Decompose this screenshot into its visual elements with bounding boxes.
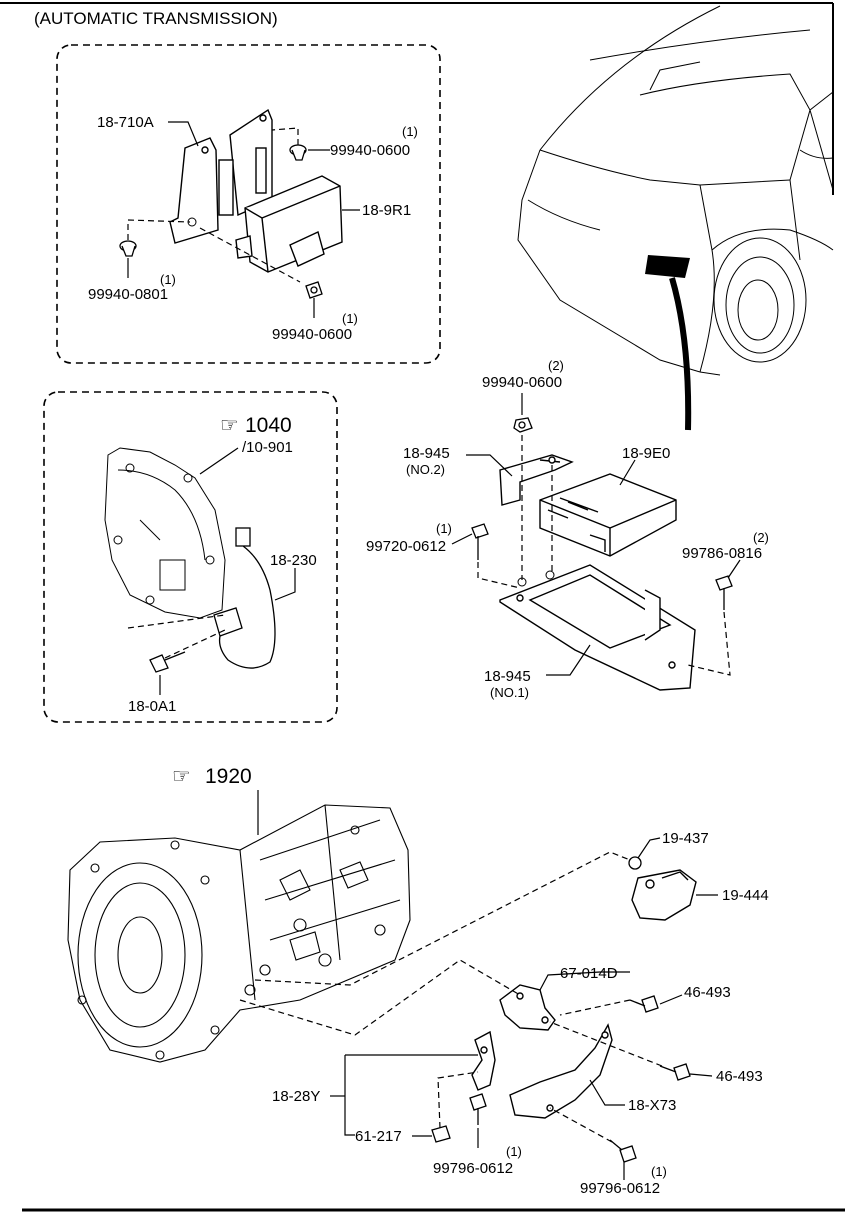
sensor-bolt xyxy=(149,651,186,673)
ref-icon-1920: ☞ xyxy=(172,765,191,788)
qty-bolt-d: (1) xyxy=(651,1164,667,1179)
label-bolt-d: 99796-0612 xyxy=(580,1180,660,1197)
label-bracket-no1: 18-945 xyxy=(484,668,531,685)
label-18-0A1: 18-0A1 xyxy=(128,698,176,715)
ref-icon-1040: ☞ xyxy=(220,414,239,437)
qty-bolt-right: (2) xyxy=(753,530,769,545)
nut-top xyxy=(289,144,307,161)
bracket-18-X73 xyxy=(509,1023,613,1119)
clip-61-217 xyxy=(431,1125,451,1143)
vehicle-outline xyxy=(517,5,834,376)
label-46-493-a: 46-493 xyxy=(684,984,731,1001)
label-bracket-no2: 18-945 xyxy=(403,445,450,462)
nut-bottom xyxy=(305,281,323,299)
label-ecu-nut: 99940-0600 xyxy=(482,374,562,391)
qty-bolt-left: (1) xyxy=(436,521,452,536)
label-18-230: 18-230 xyxy=(270,552,317,569)
qty-nut-left: (1) xyxy=(160,272,176,287)
tcm-detail-box: 18-710A 18-9R1 99940-0600 (1) 99940-0801… xyxy=(56,44,441,364)
transmission-case xyxy=(67,804,411,1063)
tcm-module xyxy=(235,175,343,273)
o-ring xyxy=(628,856,642,870)
label-bolt-c: 99796-0612 xyxy=(433,1160,513,1177)
vehicle-ecu-location xyxy=(645,255,690,278)
bolt-99796-c xyxy=(469,1093,487,1125)
ecu-assembly: 99940-0600 (2) 18-945 (NO.2) 18-9E0 9972… xyxy=(366,358,769,700)
label-19-437: 19-437 xyxy=(662,830,709,847)
label-bolt-left: 99720-0612 xyxy=(366,538,446,555)
transmission-case-partial xyxy=(104,447,226,619)
label-61-217: 61-217 xyxy=(355,1128,402,1145)
ecu-nut xyxy=(513,417,533,433)
label-bolt-right: 99786-0816 xyxy=(682,545,762,562)
sensor-detail-box: ☞ 1040 /10-901 18-230 18-0A1 xyxy=(43,391,338,723)
bolt-46-493-a xyxy=(629,995,659,1013)
bolt-46-493-b xyxy=(659,1063,691,1081)
transmission-assembly: ☞ 1920 19-437 19-444 67-014D 46-493 46-4… xyxy=(67,765,769,1197)
bracket-no2 xyxy=(499,454,574,506)
page-title: (AUTOMATIC TRANSMISSION) xyxy=(34,9,278,28)
label-18-9R1: 18-9R1 xyxy=(362,202,411,219)
ecu-unit xyxy=(539,473,677,557)
trans-sensor xyxy=(631,869,697,921)
bracket-no1 xyxy=(499,564,696,691)
label-18-28Y: 18-28Y xyxy=(272,1088,320,1105)
bracket-18-28Y xyxy=(471,1030,496,1091)
nut-left xyxy=(119,240,137,257)
label-67-014D: 67-014D xyxy=(560,965,618,982)
sub-bracket-no2: (NO.2) xyxy=(406,462,445,477)
speed-sensor xyxy=(213,527,276,669)
qty-ecu-nut: (2) xyxy=(548,358,564,373)
label-19-444: 19-444 xyxy=(722,887,769,904)
label-nut-bottom: 99940-0600 xyxy=(272,326,352,343)
ref-10-901: /10-901 xyxy=(242,439,293,456)
location-pointer xyxy=(669,277,692,431)
label-18-X73: 18-X73 xyxy=(628,1097,676,1114)
bolt-99796-d xyxy=(609,1139,637,1163)
ref-1040: 1040 xyxy=(245,414,292,437)
label-46-493-b: 46-493 xyxy=(716,1068,763,1085)
bracket-67-014D xyxy=(499,984,556,1031)
qty-nut-top: (1) xyxy=(402,124,418,139)
qty-nut-bottom: (1) xyxy=(342,311,358,326)
ref-1920: 1920 xyxy=(205,765,252,788)
ecu-bolt-left xyxy=(471,523,489,560)
tcm-bracket xyxy=(169,108,273,244)
label-18-9E0: 18-9E0 xyxy=(622,445,670,462)
sub-bracket-no1: (NO.1) xyxy=(490,685,529,700)
label-nut-left: 99940-0801 xyxy=(88,286,168,303)
label-nut-top: 99940-0600 xyxy=(330,142,410,159)
label-18-710A: 18-710A xyxy=(97,114,154,131)
qty-bolt-c: (1) xyxy=(506,1144,522,1159)
ecu-bolt-right xyxy=(715,575,733,610)
